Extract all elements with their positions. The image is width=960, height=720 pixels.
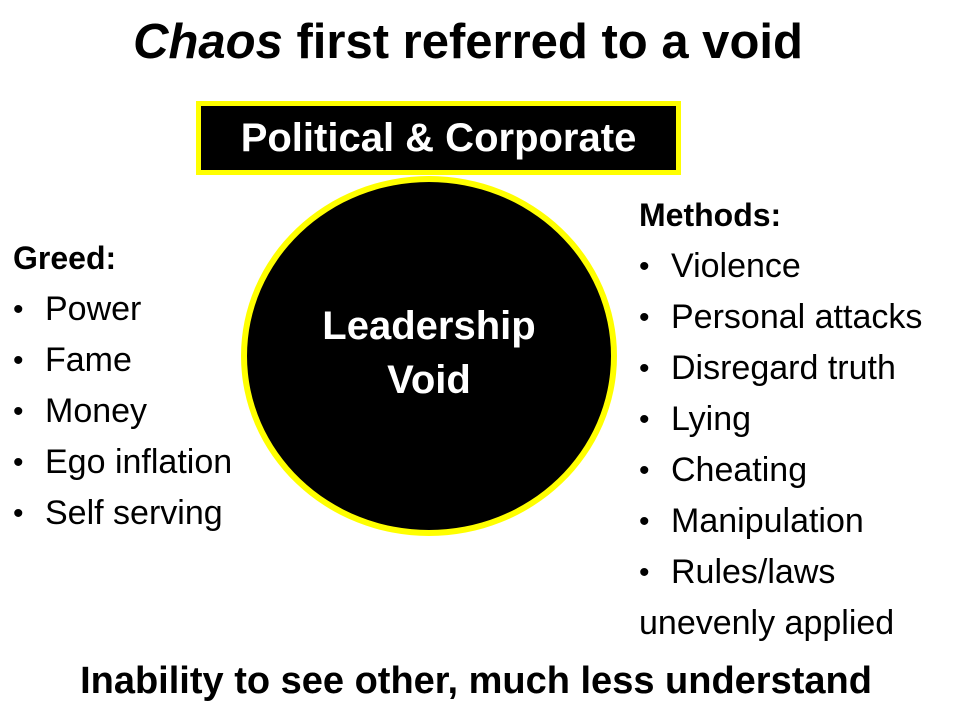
circle-label-line2: Void bbox=[387, 358, 471, 402]
methods-item: Manipulation bbox=[639, 496, 922, 547]
methods-item: Lying bbox=[639, 394, 922, 445]
title-text: first referred to a void bbox=[296, 15, 803, 69]
greed-item: Money bbox=[13, 386, 232, 437]
greed-item: Fame bbox=[13, 335, 232, 386]
methods-item: Violence bbox=[639, 241, 922, 292]
leadership-void-circle: Leadership Void bbox=[241, 176, 617, 536]
greed-item: Power bbox=[13, 284, 232, 335]
circle-label: Leadership Void bbox=[322, 299, 535, 407]
methods-item-continuation: unevenly applied bbox=[639, 604, 895, 642]
methods-list: Methods: Violence Personal attacks Disre… bbox=[639, 190, 922, 649]
greed-heading: Greed: bbox=[13, 240, 117, 276]
footer-statement: Inability to see other, much less unders… bbox=[80, 660, 872, 702]
circle-label-line1: Leadership bbox=[322, 304, 536, 348]
banner-box: Political & Corporate bbox=[196, 101, 681, 175]
methods-item: Disregard truth bbox=[639, 343, 922, 394]
methods-item: Personal attacks bbox=[639, 292, 922, 343]
slide-title: Chaos first referred to a void bbox=[0, 14, 936, 70]
title-emphasis: Chaos bbox=[133, 15, 283, 69]
greed-list: Greed: Power Fame Money Ego inflation Se… bbox=[13, 233, 232, 539]
greed-item: Ego inflation bbox=[13, 437, 232, 488]
banner-label: Political & Corporate bbox=[234, 113, 643, 163]
greed-item: Self serving bbox=[13, 488, 232, 539]
methods-heading: Methods: bbox=[639, 197, 782, 233]
methods-item: Rules/laws bbox=[639, 547, 922, 598]
methods-item: Cheating bbox=[639, 445, 922, 496]
